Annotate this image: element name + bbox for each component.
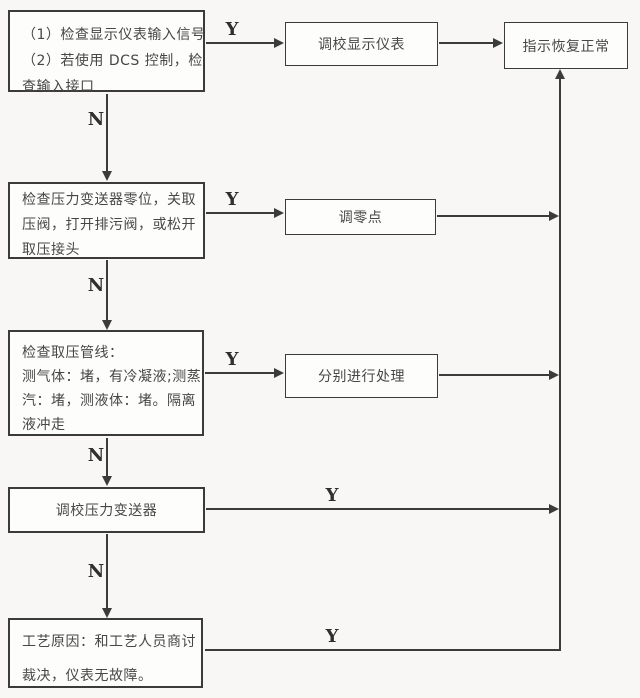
label-yes-row2: Y xyxy=(225,189,239,210)
node-process-cause: 工艺原因：和工艺人员商讨 裁决，仪表无故障。 xyxy=(8,618,203,688)
arrowhead-right-icon xyxy=(274,368,284,378)
node-adjust-zero-point: 调零点 xyxy=(285,199,436,235)
connector-row4-yes xyxy=(206,508,550,510)
connector-row2-no xyxy=(106,260,108,322)
label-yes-row3: Y xyxy=(225,349,239,370)
connector-calibrate-to-normal xyxy=(439,42,494,44)
node-check-display-input: （1）检查显示仪表输入信号 （2）若使用 DCS 控制，检 查输入接口 xyxy=(8,10,205,95)
label-yes-row4: Y xyxy=(325,485,339,506)
label-yes-row5: Y xyxy=(325,626,339,647)
connector-row3-no xyxy=(106,438,108,478)
arrowhead-right-icon xyxy=(493,38,503,48)
connector-row1-yes xyxy=(206,42,275,44)
connector-row2-yes xyxy=(206,212,275,214)
connector-row4-no xyxy=(106,534,108,610)
label-no-row4: N xyxy=(87,561,105,582)
connector-zero-to-collector xyxy=(437,215,550,217)
label-no-row1: N xyxy=(87,109,105,130)
node-check-pressure-lines: 检查取压管线： 测气体：堵，有冷凝液;测蒸 汽：堵，测液体：堵。隔离 液冲走 xyxy=(8,330,204,436)
arrowhead-down-icon xyxy=(102,171,112,181)
connector-collector-up xyxy=(559,78,561,651)
arrowhead-down-icon xyxy=(102,320,112,330)
arrowhead-down-icon xyxy=(102,608,112,618)
node-calibrate-display: 调校显示仪表 xyxy=(285,22,438,66)
connector-row3-yes xyxy=(205,372,275,374)
arrowhead-up-icon xyxy=(555,69,565,79)
node-check-transmitter-zero: 检查压力变送器零位，关取 压阀，打开排污阀，或松开 取压接头 xyxy=(8,182,205,259)
arrowhead-right-icon xyxy=(274,208,284,218)
node-calibrate-transmitter: 调校压力变送器 xyxy=(8,487,205,533)
arrowhead-right-icon xyxy=(274,38,284,48)
connector-row5-yes xyxy=(205,649,561,651)
label-yes-row1: Y xyxy=(225,19,239,40)
connector-row1-no xyxy=(106,94,108,172)
connector-handle-to-collector xyxy=(439,374,550,376)
node-handle-separately: 分别进行处理 xyxy=(285,354,438,398)
node-indication-normal: 指示恢复正常 xyxy=(504,22,628,69)
arrowhead-down-icon xyxy=(102,476,112,486)
label-no-row3: N xyxy=(87,445,105,466)
arrowhead-right-icon xyxy=(549,211,559,221)
label-no-row2: N xyxy=(87,275,105,296)
arrowhead-right-icon xyxy=(549,370,559,380)
arrowhead-right-icon xyxy=(549,504,559,514)
